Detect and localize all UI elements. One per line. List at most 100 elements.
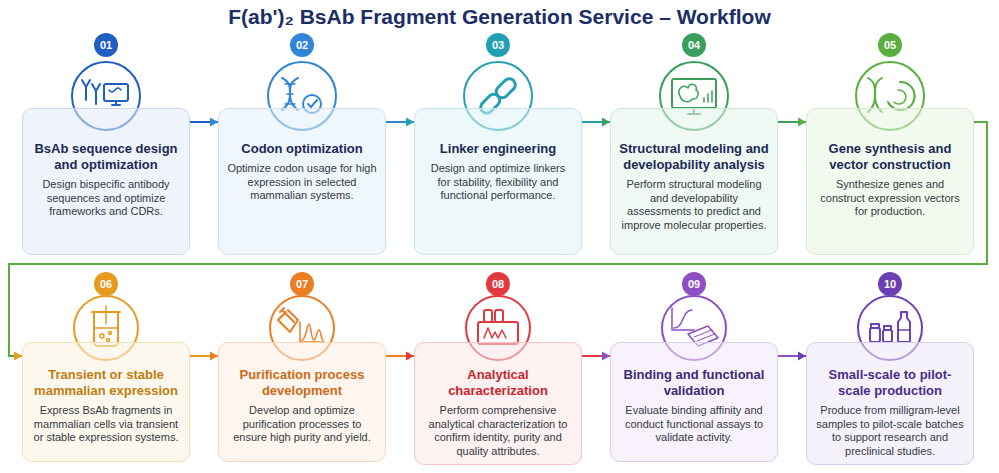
- vials-icon-part: [871, 324, 879, 328]
- step-number: 09: [688, 278, 700, 290]
- hplc-icon-part: [495, 310, 503, 322]
- step-number-badge: 04: [682, 33, 706, 57]
- step-card: Transient or stable mammalian expression…: [22, 342, 190, 462]
- flow-arrow: [386, 352, 414, 361]
- antibody-monitor-icon-part: [109, 88, 121, 92]
- flow-arrow: [190, 118, 218, 127]
- gene-vector-icon-part: [868, 78, 882, 112]
- antibody-monitor-icon-part: [112, 101, 120, 105]
- binding-assay-icon-part: [672, 308, 694, 330]
- gene-vector-icon-part: [888, 82, 915, 110]
- step-number: 10: [884, 278, 896, 290]
- hplc-icon-part: [478, 322, 518, 344]
- step-description: Synthesize genes and construct expressio…: [815, 178, 965, 219]
- card-content: Gene synthesis and vector constructionSy…: [807, 109, 973, 219]
- step-description: Express BsAb fragments in mammalian cell…: [31, 404, 181, 445]
- step-number-badge: 06: [94, 272, 118, 296]
- step-description: Perform structural modeling and developa…: [619, 178, 769, 232]
- binding-assay-icon-part: [694, 330, 715, 341]
- binding-assay-icon-part: [674, 310, 692, 328]
- step-number: 08: [492, 278, 504, 290]
- arrow-head: [14, 352, 22, 361]
- bioreactor-icon: [92, 306, 120, 346]
- vials-icon-part: [898, 312, 910, 342]
- card-content: Codon optimizationOptimize codon usage f…: [219, 109, 385, 203]
- card-content: Structural modeling and developability a…: [611, 109, 777, 232]
- dna-check-icon-part: [282, 78, 298, 110]
- step-title: Purification process development: [227, 367, 377, 399]
- step-card: Small-scale to pilot-scale productionPro…: [806, 342, 974, 465]
- dna-check-icon-part: [308, 100, 317, 107]
- vials-icon-part: [870, 328, 880, 342]
- vials-icon-part: [883, 330, 892, 342]
- step-description: Design bispecific antibody sequences and…: [31, 178, 181, 219]
- arrow-head: [210, 118, 218, 127]
- binding-assay-icon: [672, 308, 718, 346]
- step-number-badge: 07: [290, 272, 314, 296]
- step-number: 04: [688, 39, 700, 51]
- modeling-monitor-icon-part: [672, 79, 716, 108]
- vials-icon: [870, 312, 910, 342]
- step-title: Linker engineering: [423, 141, 573, 157]
- step-title: Binding and functional validation: [619, 367, 769, 399]
- flow-arrow: [778, 118, 806, 127]
- step-title: Small-scale to pilot-scale production: [815, 367, 965, 399]
- antibody-monitor-icon-part: [92, 84, 100, 104]
- antibody-monitor-icon-part: [82, 80, 90, 100]
- flow-arrow: [582, 118, 610, 127]
- purification-icon-part: [300, 322, 324, 342]
- flow-arrow: [190, 352, 218, 361]
- step-title: Structural modeling and developability a…: [619, 141, 769, 173]
- antibody-monitor-icon: [82, 80, 128, 105]
- step-title: Analytical characterization: [423, 367, 573, 399]
- card-content: BsAb sequence design and optimizationDes…: [23, 109, 189, 219]
- step-number: 03: [492, 39, 504, 51]
- step-title: Transient or stable mammalian expression: [31, 367, 181, 399]
- arrow-head: [798, 118, 806, 127]
- purification-icon: [278, 308, 324, 342]
- diagram-title: F(ab')₂ BsAb Fragment Generation Service…: [0, 5, 999, 29]
- step-description: Develop and optimize purification proces…: [227, 404, 377, 445]
- gene-vector-icon: [868, 78, 915, 112]
- arrow-head: [210, 352, 218, 361]
- step-card: BsAb sequence design and optimizationDes…: [22, 108, 190, 255]
- arrow-head: [602, 118, 610, 127]
- step-card: Codon optimizationOptimize codon usage f…: [218, 108, 386, 255]
- card-content: Binding and functional validationEvaluat…: [611, 343, 777, 445]
- step-number: 05: [884, 39, 896, 51]
- antibody-monitor-icon-part: [104, 84, 128, 101]
- hplc-icon-part: [484, 328, 506, 338]
- arrow-head: [406, 352, 414, 361]
- card-content: Purification process developmentDevelop …: [219, 343, 385, 445]
- modeling-monitor-icon-part: [679, 84, 698, 101]
- step-number-badge: 01: [94, 33, 118, 57]
- dna-check-icon-part: [282, 78, 298, 110]
- step-card: Structural modeling and developability a…: [610, 108, 778, 255]
- modeling-monitor-icon-part: [704, 91, 712, 102]
- step-description: Perform comprehensive analytical charact…: [423, 404, 573, 458]
- step-card: Binding and functional validationEvaluat…: [610, 342, 778, 462]
- step-number-badge: 10: [878, 272, 902, 296]
- vials-icon-part: [898, 329, 910, 331]
- card-content: Linker engineeringDesign and optimize li…: [415, 109, 581, 203]
- card-content: Transient or stable mammalian expression…: [23, 343, 189, 445]
- bioreactor-icon-part: [109, 332, 112, 335]
- flow-arrow: [582, 352, 610, 361]
- purification-icon-part: [278, 308, 298, 332]
- step-number-badge: 08: [486, 272, 510, 296]
- gene-vector-icon-part: [868, 78, 882, 112]
- step-description: Optimize codon usage for high expression…: [227, 162, 377, 203]
- step-card: Gene synthesis and vector constructionSy…: [806, 108, 974, 255]
- step-card: Purification process developmentDevelop …: [218, 342, 386, 462]
- step-number: 07: [296, 278, 308, 290]
- icon-circles: [72, 62, 924, 360]
- step-title: BsAb sequence design and optimization: [31, 141, 181, 173]
- step-title: Gene synthesis and vector construction: [815, 141, 965, 173]
- flow-arrow: [778, 352, 806, 361]
- vials-icon-part: [884, 326, 891, 330]
- chain-link-icon-part: [494, 76, 518, 100]
- arrow-head: [798, 352, 806, 361]
- dna-check-icon-part: [285, 84, 295, 104]
- step-number-badge: 02: [290, 33, 314, 57]
